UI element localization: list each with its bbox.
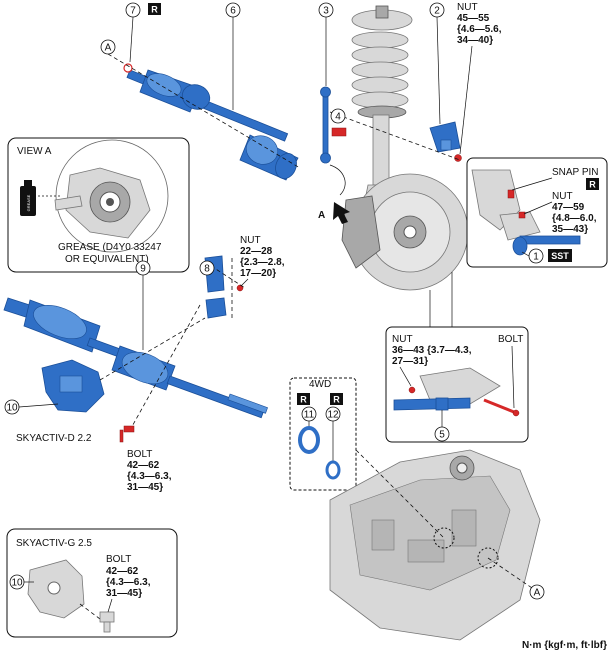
- callout-a-text: A: [105, 43, 112, 54]
- replace-badge-text: R: [151, 5, 158, 15]
- callout-a-lower: [529, 584, 545, 600]
- torque-nut-top: NUT 45—55 {4.6—5.6, 34—40}: [457, 2, 502, 155]
- replace-badge-text: R: [589, 180, 596, 190]
- torque-nut-mid: NUT 22—28 {2.3—2.8, 17—20}: [240, 235, 285, 287]
- callout-5-text: 5: [439, 430, 445, 441]
- replace-badge: [297, 393, 310, 405]
- torque-nut-snap-line1: 47—59: [552, 202, 585, 213]
- torque-nut-mid-line3: 17—20}: [240, 268, 276, 279]
- callout-8: [199, 260, 215, 276]
- torque-nut-snap-line2: {4.8—6.0,: [552, 213, 597, 224]
- snap-pin-panel: SNAP PIN R NUT 47—59 {4.8—6.0, 35—43} 1 …: [466, 157, 608, 268]
- torque-bolt-g-name: BOLT: [106, 554, 131, 565]
- torque-bolt-g-line2: {4.3—6.3,: [106, 577, 151, 588]
- install-line: [329, 111, 461, 161]
- sst-badge: [548, 249, 572, 262]
- torque-nut-lower-line2: 27—31}: [392, 356, 428, 367]
- four-wd-label: 4WD: [309, 379, 331, 390]
- torque-nut-top-name: NUT: [457, 2, 478, 13]
- replace-badge: [148, 3, 161, 15]
- view-arrow-a-label: A: [318, 210, 325, 221]
- callout-7-text: 7: [130, 6, 136, 17]
- clip: [329, 127, 347, 196]
- stabilizer-bracket: [429, 121, 462, 162]
- callout-4-text: 4: [335, 112, 341, 123]
- four-wd-panel: 4WD R R 11 12: [289, 377, 357, 491]
- skyactiv-g-label: SKYACTIV-G 2.5: [16, 538, 92, 549]
- replace-badge: [586, 178, 599, 190]
- torque-bolt-d-line3: 31—45}: [127, 482, 163, 493]
- skyactiv-d-label: SKYACTIV-D 2.2: [16, 433, 92, 444]
- replace-badge-text: R: [333, 395, 340, 405]
- torque-nut-snap-name: NUT: [552, 191, 573, 202]
- brake-disc: [341, 173, 469, 291]
- callout-a: [100, 39, 116, 55]
- callout-11-text: 11: [304, 410, 315, 421]
- grease-can-icon: GREASE: [20, 180, 36, 216]
- callout-a-lower-text: A: [534, 588, 541, 599]
- callout-10-text: 10: [6, 403, 18, 414]
- lower-arm-panel: NUT 36—43 {3.7—4.3, 27—31} BOLT 5: [385, 326, 529, 443]
- stabilizer-link: [320, 86, 331, 164]
- torque-nut-mid-name: NUT: [240, 235, 261, 246]
- callout-3-text: 3: [323, 6, 329, 17]
- replace-badge: [330, 393, 343, 405]
- drive-shaft-rh: [3, 297, 268, 419]
- torque-nut-top-line3: 34—40}: [457, 35, 493, 46]
- clip-ring: [123, 63, 133, 73]
- torque-bolt-d-line1: 42—62: [127, 460, 160, 471]
- callout-9-text: 9: [140, 264, 146, 275]
- view-a-title: VIEW A: [17, 146, 52, 157]
- torque-units-note: N·m {kgf·m, ft·lbf}: [522, 640, 607, 651]
- view-a-panel: VIEW A GREASE GREASE (D4Y0 33247 OR EQUI…: [7, 137, 190, 273]
- engine-bracket-d: [41, 359, 105, 413]
- torque-nut-lower-line1: 36—43 {3.7—4.3,: [392, 345, 472, 356]
- bolt-d: BOLT 42—62 {4.3—6.3, 31—45}: [119, 425, 172, 493]
- callout-10-g-text: 10: [11, 578, 23, 589]
- snap-pin-label: SNAP PIN: [552, 167, 599, 178]
- torque-bolt-lower-name: BOLT: [498, 334, 523, 345]
- torque-nut-lower-name: NUT: [392, 334, 413, 345]
- grease-spec-line2: OR EQUIVALENT): [65, 254, 149, 265]
- replace-badge-text: R: [300, 395, 307, 405]
- view-arrow-a: A: [318, 202, 350, 224]
- callout-8-text: 8: [204, 264, 210, 275]
- torque-nut-mid-line2: {2.3—2.8,: [240, 257, 285, 268]
- callout-2-text: 2: [434, 6, 440, 17]
- torque-nut-top-line2: {4.6—5.6,: [457, 24, 502, 35]
- torque-bolt-d-line2: {4.3—6.3,: [127, 471, 172, 482]
- sst-badge-text: SST: [551, 251, 569, 261]
- callout-4: [330, 108, 346, 124]
- callout-12-text: 12: [327, 410, 339, 421]
- callout-6-text: 6: [230, 6, 236, 17]
- torque-bolt-d-name: BOLT: [127, 449, 152, 460]
- torque-bolt-g-line3: 31—45}: [106, 588, 142, 599]
- grease-spec-line1: GREASE (D4Y0 33247: [58, 242, 162, 253]
- grease-can-label: GREASE: [26, 194, 31, 211]
- torque-nut-top-line1: 45—55: [457, 13, 490, 24]
- callout-1-text: 1: [533, 252, 539, 263]
- transaxle: [329, 449, 541, 641]
- torque-nut-snap-line3: 35—43}: [552, 224, 588, 235]
- torque-nut-mid-line1: 22—28: [240, 246, 273, 257]
- torque-bolt-g-line1: 42—62: [106, 566, 139, 577]
- install-line: [107, 53, 301, 169]
- skyactiv-g-panel: SKYACTIV-G 2.5 10 BOLT 42—62 {4.3—6.3, 3…: [6, 528, 178, 638]
